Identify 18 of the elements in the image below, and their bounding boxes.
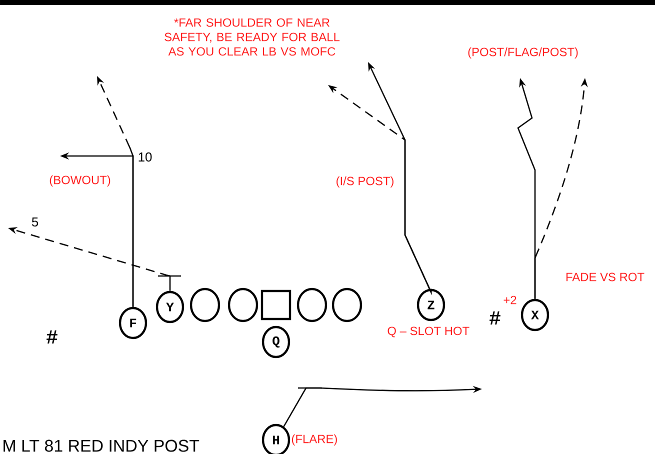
depth-number: 5	[32, 217, 38, 226]
lineman-circle	[296, 288, 328, 322]
play-title: M LT 81 RED INDY POST	[4, 440, 200, 452]
hash-mark: #	[490, 311, 500, 325]
route-name: (BOWOUT)	[50, 175, 110, 187]
lineman-circle	[228, 288, 258, 322]
center-square	[260, 290, 292, 320]
coaching-note: FADE VS ROT	[566, 272, 644, 282]
hash-mark: #	[46, 330, 58, 344]
coaching-note: Q – SLOT HOT	[388, 326, 470, 338]
route-name: (POST/FLAG/POST)	[468, 47, 578, 59]
lineman-circle	[332, 288, 362, 322]
depth-number: 10	[138, 152, 152, 162]
route-name: (FLARE)	[292, 434, 337, 446]
lineman-circle	[190, 288, 220, 322]
route-name: (I/S POST)	[336, 176, 394, 188]
coaching-note: *FAR SHOULDER OF NEAR SAFETY, BE READY FOR BALL AS YOU CLEAR LB VS MOFC	[164, 18, 340, 56]
split-number: +2	[504, 296, 516, 304]
